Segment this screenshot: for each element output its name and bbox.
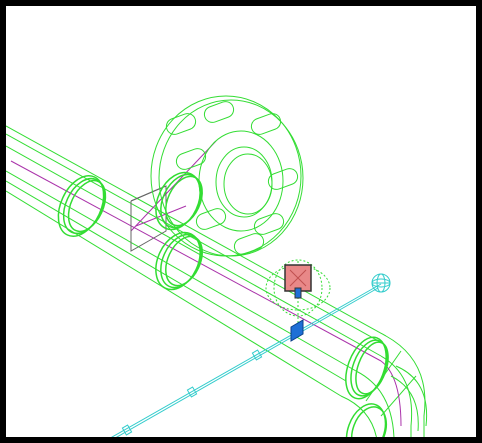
bolt-hole — [250, 113, 282, 135]
bolt-hole — [233, 233, 265, 255]
selected-valve[interactable] — [265, 259, 331, 326]
pipe-edge-bottom-outer — [6, 190, 342, 397]
alignment-tick — [121, 424, 133, 436]
pipe-edge-top-inner — [6, 133, 385, 345]
bolt-hole — [253, 213, 285, 235]
sphere-node-icon[interactable] — [371, 273, 391, 293]
bolt-hole — [195, 208, 227, 230]
coupling-ring-1 — [57, 175, 107, 237]
pipe-edge-top-outer — [6, 125, 387, 337]
elbow-inner — [355, 370, 395, 437]
grip-cross — [289, 269, 307, 287]
pipe-edge-bottom-inner — [6, 180, 347, 382]
valve-dotted-outline — [265, 265, 331, 311]
diamond-grip-icon[interactable] — [290, 319, 304, 342]
centerline-elbow — [380, 360, 402, 427]
centerline-main — [10, 160, 382, 362]
grip-stem — [294, 287, 302, 299]
coupling-ring-3 — [155, 231, 203, 291]
coupling-ring-2 — [155, 171, 203, 231]
alignment-line-lower — [116, 287, 379, 437]
alignment-tick — [251, 349, 263, 361]
pipe-couplings — [57, 171, 428, 437]
coupling-ring-5 — [345, 403, 388, 437]
bolt-hole — [267, 168, 299, 190]
cad-model-canvas[interactable] — [6, 6, 482, 443]
centerline-branch — [130, 140, 217, 232]
flange-bore-b — [223, 153, 273, 215]
tee-scaffold — [130, 185, 167, 252]
alignment-tick — [186, 386, 198, 398]
tee-box-edge — [130, 187, 162, 202]
alignment-line — [111, 283, 382, 437]
bolt-hole — [165, 113, 197, 135]
pipe-edge-mid-a — [6, 145, 382, 357]
valve-dotted-outline-b — [273, 259, 323, 317]
elbow-ring-b — [390, 375, 419, 432]
alignment-line-upper — [111, 283, 382, 437]
elbow-outer — [385, 335, 426, 437]
bolt-hole — [175, 148, 207, 170]
coupling-ring-4 — [345, 336, 389, 400]
flange-bolt-holes — [165, 101, 299, 255]
elbow-inner-b — [340, 395, 377, 437]
flange-inner-ring — [198, 130, 284, 232]
bolt-hole — [203, 101, 235, 123]
elbow-ring — [395, 365, 428, 427]
flange-outer-ring-b — [158, 99, 304, 257]
